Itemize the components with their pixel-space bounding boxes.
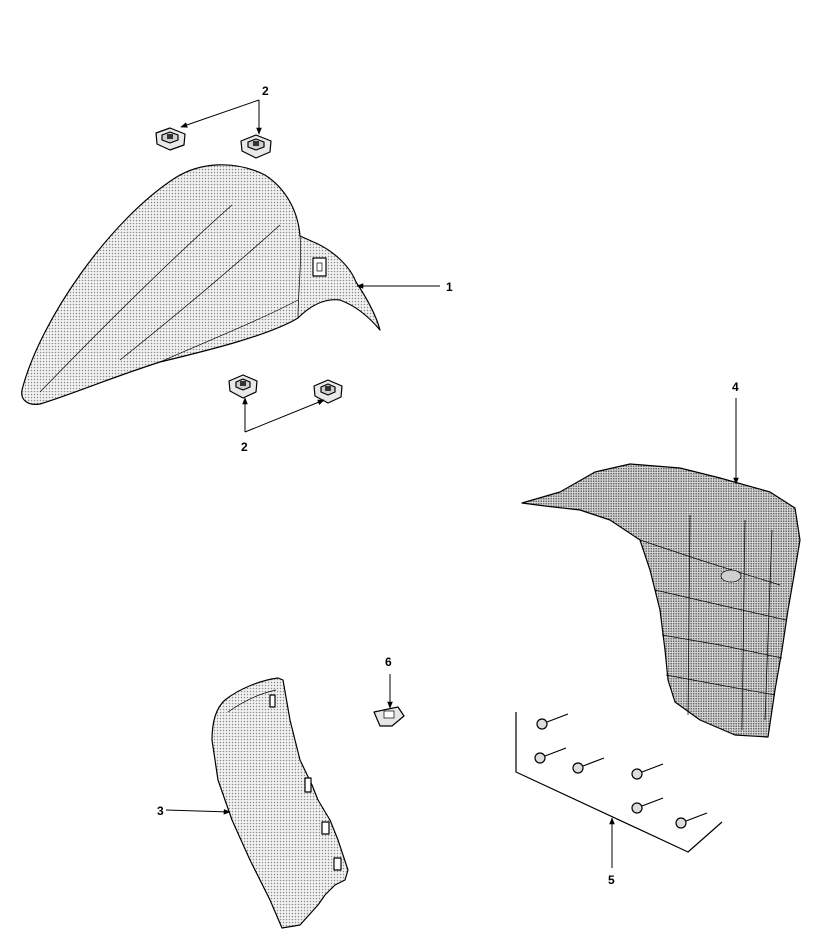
callout-2-bottom: 2	[241, 440, 248, 454]
screw-6	[675, 812, 708, 829]
callout-5: 5	[608, 873, 615, 887]
clip-nut-bottom-right	[313, 379, 343, 404]
clip-nut-top-right	[240, 134, 272, 159]
screw-set-part-5	[515, 712, 723, 853]
screw-2	[534, 747, 567, 764]
inner-mudguard-part-4	[521, 463, 801, 738]
side-cover-part-3	[211, 677, 349, 929]
callout-1: 1	[446, 280, 453, 294]
screw-4	[631, 763, 664, 780]
callout-4: 4	[732, 380, 739, 394]
small-clip-part-6	[373, 706, 405, 727]
screw-1	[536, 713, 569, 730]
leader-lines	[165, 99, 739, 868]
clip-nut-bottom-left	[228, 374, 258, 399]
clip-nut-top-left	[155, 127, 186, 151]
screw-3	[572, 757, 605, 774]
front-fender-part-1	[21, 164, 381, 405]
screw-5	[631, 797, 664, 814]
callout-2-top: 2	[262, 84, 269, 98]
callout-3: 3	[157, 804, 164, 818]
callout-6: 6	[385, 655, 392, 669]
